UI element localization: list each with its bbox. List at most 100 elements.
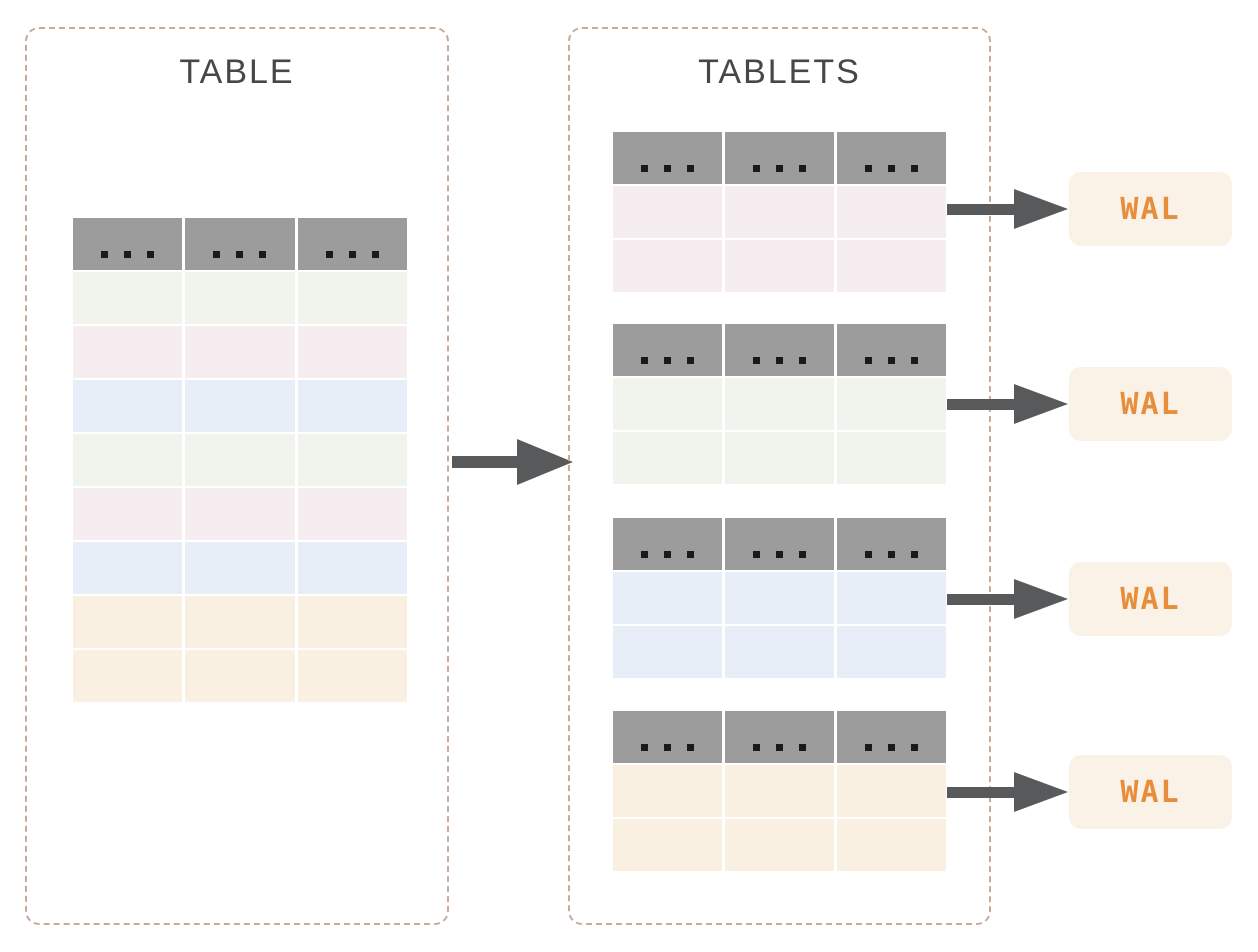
ellipsis-dots-icon (613, 324, 722, 376)
ellipsis-dots-icon (725, 324, 834, 376)
ellipsis-dots-icon (837, 518, 946, 570)
table-cell (837, 240, 946, 292)
table-cell (613, 378, 722, 430)
ellipsis-dots-icon (725, 132, 834, 184)
table-cell (297, 596, 407, 648)
arrow-shaft (947, 593, 1014, 605)
table-split-arrow (452, 439, 573, 485)
table-header-cell (837, 132, 946, 184)
table-cell (185, 326, 295, 378)
dot-icon (799, 357, 806, 364)
dot-icon (236, 251, 244, 258)
wal-box-1: WAL (1069, 172, 1232, 246)
wal-label: WAL (1120, 386, 1181, 422)
table-cell (73, 326, 183, 378)
table-cell (185, 596, 295, 648)
table-header-cell (837, 324, 946, 376)
dot-icon (888, 165, 895, 172)
dot-icon (325, 251, 333, 258)
dot-icon (124, 251, 132, 258)
table-cell (837, 572, 946, 624)
ellipsis-dots-icon (185, 218, 294, 270)
dot-icon (911, 357, 918, 364)
dot-icon (776, 744, 783, 751)
dot-icon (687, 551, 694, 558)
arrow-head-icon (517, 439, 573, 485)
table-cell (613, 626, 722, 678)
table-cell (185, 272, 295, 324)
table-cell (297, 488, 407, 540)
table-header-cell (725, 324, 834, 376)
table-cell (613, 240, 722, 292)
dot-icon (911, 165, 918, 172)
table-cell (613, 819, 722, 871)
table-cell (837, 378, 946, 430)
dot-icon (687, 744, 694, 751)
table-cell (837, 626, 946, 678)
table-header-cell (725, 132, 834, 184)
wal-arrow-3 (947, 579, 1068, 619)
wal-label: WAL (1120, 774, 1181, 810)
dot-icon (147, 251, 155, 258)
dot-icon (799, 551, 806, 558)
arrow-shaft (947, 398, 1014, 410)
table-cell (297, 326, 407, 378)
ellipsis-dots-icon (613, 518, 722, 570)
tablet-table-3 (613, 518, 946, 678)
table-header-cell (613, 711, 722, 763)
table-header-cell (725, 518, 834, 570)
dot-icon (687, 165, 694, 172)
table-cell (297, 542, 407, 594)
dot-icon (664, 744, 671, 751)
table-cell (73, 542, 183, 594)
dot-icon (641, 165, 648, 172)
arrow-shaft (947, 203, 1014, 215)
dot-icon (664, 551, 671, 558)
arrow-head-icon (1014, 772, 1068, 812)
dot-icon (865, 165, 872, 172)
table-header-cell (73, 218, 183, 270)
tablet-table-4 (613, 711, 946, 871)
wal-box-2: WAL (1069, 367, 1232, 441)
table-header-cell (837, 711, 946, 763)
table-cell (613, 186, 722, 238)
dot-icon (753, 357, 760, 364)
table-header-cell (297, 218, 407, 270)
table-cell (837, 765, 946, 817)
dot-icon (753, 165, 760, 172)
wal-box-3: WAL (1069, 562, 1232, 636)
dot-icon (213, 251, 221, 258)
ellipsis-dots-icon (837, 324, 946, 376)
ellipsis-dots-icon (837, 132, 946, 184)
arrow-head-icon (1014, 579, 1068, 619)
table-cell (185, 650, 295, 702)
dot-icon (101, 251, 109, 258)
table-header-cell (185, 218, 295, 270)
table-cell (725, 186, 834, 238)
dot-icon (888, 551, 895, 558)
dot-icon (259, 251, 267, 258)
table-panel-title: TABLE (179, 53, 295, 91)
tablet-table-1 (613, 132, 946, 292)
dot-icon (348, 251, 356, 258)
dot-icon (888, 744, 895, 751)
table-cell (725, 765, 834, 817)
wal-arrow-4 (947, 772, 1068, 812)
ellipsis-dots-icon (725, 711, 834, 763)
arrow-shaft (947, 786, 1014, 798)
table-cell (297, 434, 407, 486)
table-cell (725, 819, 834, 871)
table-cell (613, 572, 722, 624)
table-cell (613, 432, 722, 484)
arrow-shaft (452, 456, 517, 468)
table-cell (185, 542, 295, 594)
dot-icon (753, 551, 760, 558)
wal-label: WAL (1120, 191, 1181, 227)
wal-label: WAL (1120, 581, 1181, 617)
arrow-head-icon (1014, 189, 1068, 229)
table-cell (185, 380, 295, 432)
ellipsis-dots-icon (298, 218, 407, 270)
ellipsis-dots-icon (73, 218, 182, 270)
table-cell (837, 819, 946, 871)
dot-icon (888, 357, 895, 364)
